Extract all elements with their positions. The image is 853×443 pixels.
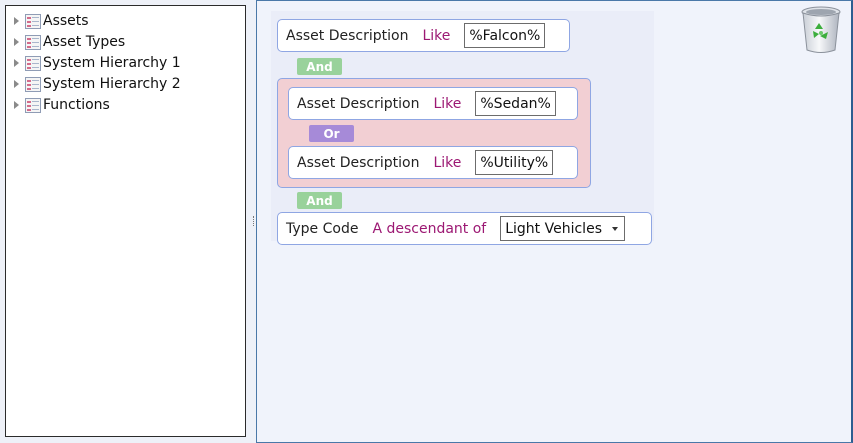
tree-item-system-hierarchy-2[interactable]: System Hierarchy 2 bbox=[14, 74, 181, 94]
list-icon bbox=[25, 13, 41, 29]
tree-item-system-hierarchy-1[interactable]: System Hierarchy 1 bbox=[14, 53, 181, 73]
expand-arrow-icon[interactable] bbox=[14, 101, 19, 109]
list-icon bbox=[25, 55, 41, 71]
condition-field[interactable]: Asset Description bbox=[297, 154, 420, 171]
condition-field[interactable]: Asset Description bbox=[297, 95, 420, 112]
tree-item-label: System Hierarchy 1 bbox=[43, 55, 181, 71]
condition-asset-description-falcon[interactable]: Asset Description Like %Falcon% bbox=[277, 19, 570, 52]
tree-item-label: System Hierarchy 2 bbox=[43, 76, 181, 92]
condition-field[interactable]: Type Code bbox=[286, 220, 359, 237]
tree-item-asset-types[interactable]: Asset Types bbox=[14, 32, 125, 52]
or-group[interactable]: Asset Description Like %Sedan% Or Asset … bbox=[277, 78, 591, 188]
condition-operator[interactable]: Like bbox=[433, 95, 462, 112]
condition-asset-description-utility[interactable]: Asset Description Like %Utility% bbox=[288, 146, 578, 179]
tree-item-label: Assets bbox=[43, 13, 89, 29]
or-connector[interactable]: Or bbox=[309, 125, 354, 142]
dropdown-selected-value: Light Vehicles bbox=[505, 220, 602, 237]
query-canvas[interactable]: Asset Description Like %Falcon% And Asse… bbox=[256, 0, 853, 443]
tree-panel: Assets Asset Types System Hierarchy 1 bbox=[0, 0, 252, 443]
condition-value-input[interactable]: %Utility% bbox=[475, 150, 554, 175]
condition-field[interactable]: Asset Description bbox=[286, 27, 409, 44]
condition-type-code[interactable]: Type Code A descendant of Light Vehicles bbox=[277, 212, 652, 245]
expand-arrow-icon[interactable] bbox=[14, 38, 19, 46]
condition-operator[interactable]: A descendant of bbox=[372, 220, 487, 237]
and-connector[interactable]: And bbox=[297, 192, 342, 209]
and-connector[interactable]: And bbox=[297, 58, 342, 75]
condition-asset-description-sedan[interactable]: Asset Description Like %Sedan% bbox=[288, 87, 578, 120]
tree-item-functions[interactable]: Functions bbox=[14, 95, 110, 115]
expand-arrow-icon[interactable] bbox=[14, 17, 19, 25]
condition-operator[interactable]: Like bbox=[422, 27, 451, 44]
list-icon bbox=[25, 97, 41, 113]
condition-value-input[interactable]: %Sedan% bbox=[475, 91, 556, 116]
type-code-dropdown[interactable]: Light Vehicles bbox=[500, 216, 625, 241]
expand-arrow-icon[interactable] bbox=[14, 59, 19, 67]
recycle-bin-icon[interactable] bbox=[798, 4, 844, 56]
condition-value-input[interactable]: %Falcon% bbox=[464, 23, 546, 48]
list-icon bbox=[25, 34, 41, 50]
list-icon bbox=[25, 76, 41, 92]
tree-item-assets[interactable]: Assets bbox=[14, 11, 89, 31]
expand-arrow-icon[interactable] bbox=[14, 80, 19, 88]
tree-item-label: Asset Types bbox=[43, 34, 126, 50]
condition-operator[interactable]: Like bbox=[433, 154, 462, 171]
panel-splitter[interactable] bbox=[252, 0, 256, 443]
dropdown-arrow-icon bbox=[611, 226, 618, 231]
tree-item-label: Functions bbox=[43, 97, 110, 113]
splitter-grip[interactable] bbox=[253, 216, 255, 226]
tree-view[interactable]: Assets Asset Types System Hierarchy 1 bbox=[5, 5, 246, 437]
